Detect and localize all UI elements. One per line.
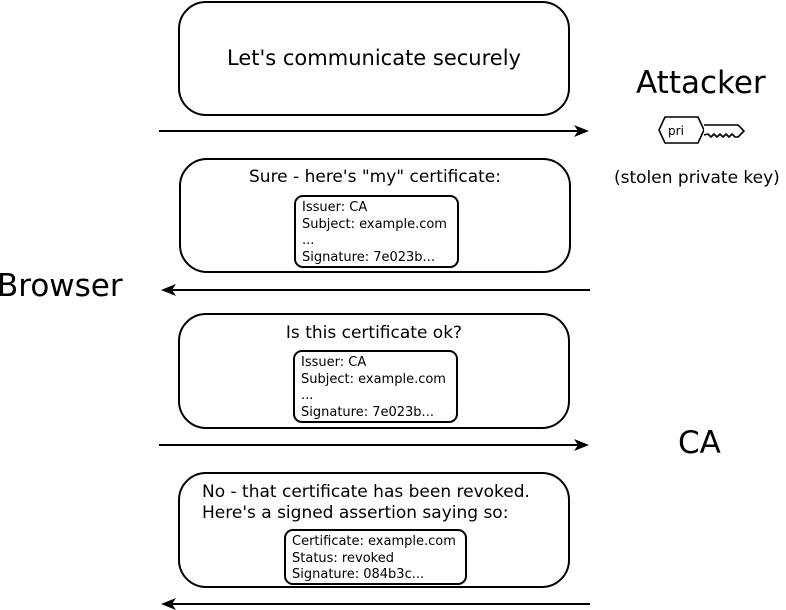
- certificate-card-2: Issuer: CA Subject: example.com ... Sign…: [294, 195, 459, 268]
- message-2-text: Sure - here's "my" certificate:: [249, 167, 501, 187]
- key-label: pri: [668, 124, 684, 138]
- message-3-text: Is this certificate ok?: [285, 323, 463, 343]
- arrow-left-4: [161, 598, 590, 610]
- revocation-assertion-card: Certificate: example.com Status: revoked…: [284, 529, 467, 585]
- actor-attacker: Attacker: [636, 65, 766, 101]
- message-4-line-1: No - that certificate has been revoked.: [202, 482, 530, 502]
- cert-2-line-subject: Subject: example.com: [302, 216, 447, 232]
- message-4-line-2: Here's a signed assertion saying so:: [202, 503, 509, 523]
- assertion-line-signature: Signature: 084b3c...: [292, 567, 425, 582]
- cert-2-line-signature: Signature: 7e023b...: [302, 249, 435, 265]
- message-1-text: Let's communicate securely: [227, 46, 521, 70]
- cert-3-line-signature: Signature: 7e023b...: [301, 404, 434, 420]
- arrow-right-1: [159, 125, 589, 137]
- cert-3-line-ellipsis: ...: [301, 388, 314, 403]
- assertion-line-certificate: Certificate: example.com: [292, 534, 456, 549]
- cert-3-line-subject: Subject: example.com: [301, 371, 446, 387]
- cert-2-line-ellipsis: ...: [302, 233, 315, 248]
- actor-browser: Browser: [0, 268, 123, 304]
- actor-ca: CA: [678, 425, 721, 461]
- message-box-1: Let's communicate securely: [178, 1, 570, 116]
- message-box-4: No - that certificate has been revoked. …: [178, 472, 570, 588]
- cert-2-line-issuer: Issuer: CA: [302, 200, 368, 215]
- cert-3-line-issuer: Issuer: CA: [301, 355, 367, 370]
- message-4-text: No - that certificate has been revoked. …: [202, 482, 530, 524]
- key-icon: pri: [658, 116, 745, 144]
- message-box-3: Is this certificate ok? Issuer: CA Subje…: [178, 313, 570, 429]
- arrow-right-3: [159, 439, 589, 451]
- message-box-2: Sure - here's "my" certificate: Issuer: …: [179, 158, 571, 273]
- key-caption: (stolen private key): [614, 168, 780, 188]
- assertion-line-status: Status: revoked: [292, 550, 394, 566]
- arrow-left-2: [161, 284, 590, 296]
- certificate-card-3: Issuer: CA Subject: example.com ... Sign…: [293, 350, 458, 423]
